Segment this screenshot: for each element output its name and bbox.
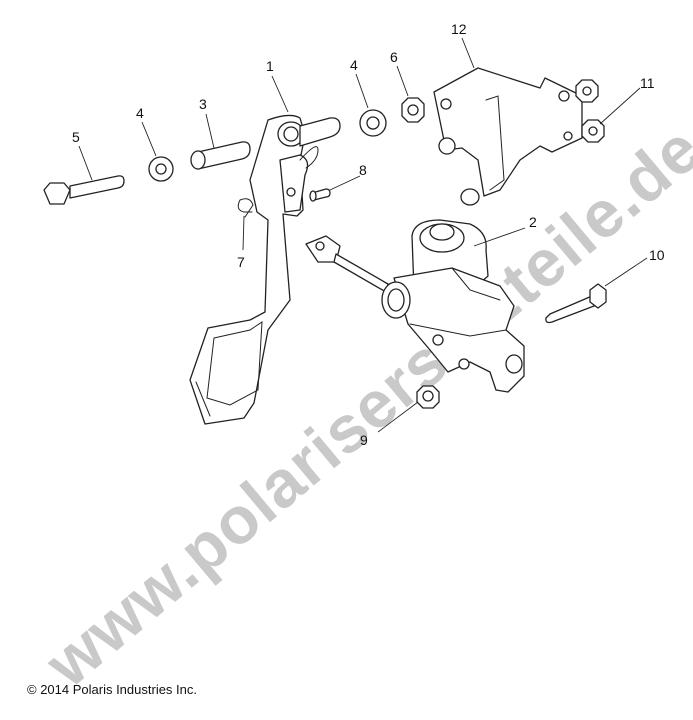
part-4-bushing-left [148,156,174,182]
callout-2: 2 [529,214,537,230]
part-9-fitting [416,385,440,409]
callout-9: 9 [360,432,368,448]
part-7-clip [237,198,254,218]
callout-4-right: 4 [350,57,358,73]
part-1-pedal [189,114,341,425]
callout-8: 8 [359,162,367,178]
part-6-nut [401,97,425,123]
part-3-sleeve [190,141,251,170]
callout-4-left: 4 [136,105,144,121]
callout-7: 7 [237,254,245,270]
leader-lines [78,37,648,433]
part-8-pin [309,188,331,202]
part-12-bracket [433,67,583,206]
callouts: 1 2 3 4 4 5 6 7 8 9 10 11 12 [72,21,665,448]
part-4-bushing-right [359,109,387,137]
part-5-bolt [43,175,125,205]
copyright-notice: © 2014 Polaris Industries Inc. [27,682,197,697]
callout-5: 5 [72,129,80,145]
part-11-nut [575,79,605,143]
callout-12: 12 [451,21,467,37]
callout-1: 1 [266,58,274,74]
callout-11: 11 [640,75,655,91]
part-2-master-cylinder [305,219,525,393]
watermark: www.polarisersatzteile.de [31,111,693,702]
callout-6: 6 [390,49,398,65]
callout-10: 10 [649,247,665,263]
part-10-bolt [545,283,607,324]
callout-3: 3 [199,96,207,112]
